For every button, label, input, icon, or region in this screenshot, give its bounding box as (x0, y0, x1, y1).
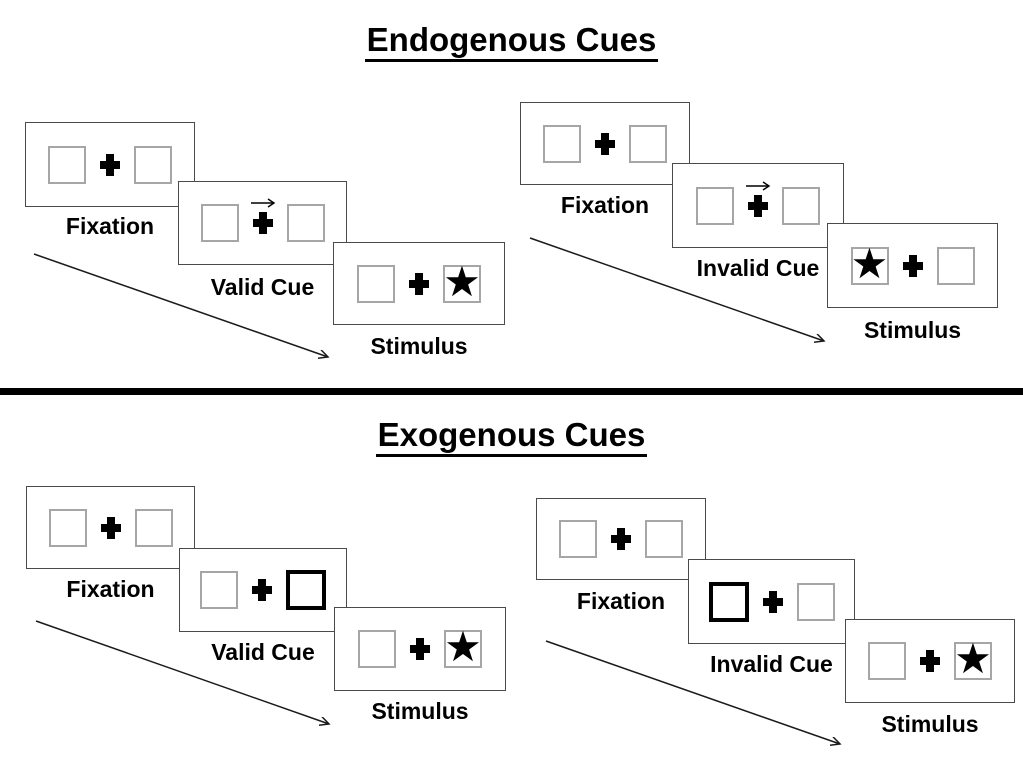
plus-icon (762, 590, 783, 613)
fixation-cross-icon (252, 579, 272, 601)
exogenous-invalid-fixation-panel (536, 498, 706, 580)
panel-label: Fixation (576, 588, 666, 614)
right-box (134, 508, 173, 547)
panel-label: Valid Cue (211, 639, 315, 665)
fixation-cross-icon (410, 638, 430, 660)
fixation-cross-icon (611, 528, 631, 550)
star-icon: ★ (444, 622, 482, 671)
plus-icon (748, 194, 768, 217)
left-box (200, 571, 238, 609)
exogenous-valid-cue-panel (179, 548, 347, 632)
exogenous-valid-fixation-panel (26, 486, 195, 569)
right-arrow-icon (746, 179, 772, 191)
section-title-exogenous: Exogenous Cues (0, 416, 1023, 458)
left-box: ★ (850, 238, 889, 288)
right-box (796, 582, 835, 621)
cued-thick-box (286, 570, 326, 610)
plus-icon (595, 132, 615, 155)
section-title-endogenous: Endogenous Cues (0, 21, 1023, 63)
plus-icon (252, 212, 273, 234)
star-icon: ★ (443, 256, 481, 306)
fixation-cross-icon (595, 132, 615, 155)
right-box (936, 246, 975, 285)
timeline-arrow-endogenous-invalid (529, 237, 824, 341)
fixation-cross-icon (250, 198, 275, 234)
left-box (543, 124, 581, 163)
left-box (696, 186, 734, 225)
exogenous-invalid-cue-panel (688, 559, 855, 644)
right-box: ★ (443, 256, 481, 306)
left-box (48, 145, 86, 184)
panel-label: Fixation (66, 576, 155, 602)
plus-icon (902, 254, 923, 277)
fixation-cross-icon (920, 650, 940, 672)
left-box (358, 630, 396, 668)
plus-icon (611, 528, 631, 550)
fixation-cross-icon (100, 153, 120, 176)
plus-icon (100, 153, 120, 176)
panel-label: Fixation (65, 213, 155, 239)
panel-label: Fixation (560, 192, 650, 218)
endogenous-valid-fixation-panel (25, 122, 195, 207)
endogenous-invalid-cue-panel (672, 163, 844, 248)
panel-label: Invalid Cue (710, 651, 833, 677)
star-icon: ★ (850, 238, 889, 288)
left-box (200, 204, 239, 242)
plus-icon (920, 650, 940, 672)
right-box (286, 204, 325, 242)
left-box (868, 642, 906, 680)
right-box (629, 124, 667, 163)
panel-label: Stimulus (371, 698, 469, 724)
section-title-text: Exogenous Cues (375, 416, 648, 458)
timeline-arrow-exogenous-valid (35, 620, 329, 724)
endogenous-invalid-stimulus-panel: ★ (827, 223, 998, 308)
left-box (48, 508, 87, 547)
plus-icon (409, 272, 429, 295)
cued-thick-box (708, 581, 749, 622)
panel-label: Valid Cue (210, 274, 315, 300)
right-box: ★ (954, 634, 992, 683)
left-box (559, 520, 597, 558)
fixation-cross-icon (409, 272, 429, 295)
section-divider (0, 388, 1023, 395)
panel-label: Stimulus (863, 317, 962, 343)
fixation-cross-icon (762, 590, 783, 613)
panel-label: Invalid Cue (696, 255, 820, 281)
section-title-text: Endogenous Cues (364, 21, 659, 63)
exogenous-invalid-stimulus-panel: ★ (845, 619, 1015, 703)
right-box: ★ (444, 622, 482, 671)
left-box (357, 264, 395, 303)
plus-icon (100, 516, 121, 539)
right-box (645, 520, 683, 558)
fixation-cross-icon (100, 516, 121, 539)
timeline-arrow-endogenous-valid (33, 253, 328, 357)
fixation-cross-icon (746, 180, 771, 217)
exogenous-valid-stimulus-panel: ★ (334, 607, 506, 691)
panel-label: Stimulus (370, 333, 468, 359)
endogenous-valid-cue-panel (178, 181, 347, 265)
fixation-cross-icon (902, 254, 923, 277)
right-arrow-icon (250, 196, 277, 208)
panel-label: Stimulus (881, 711, 979, 737)
star-icon: ★ (954, 634, 992, 683)
plus-icon (252, 579, 272, 601)
right-box (134, 145, 172, 184)
endogenous-valid-stimulus-panel: ★ (333, 242, 505, 325)
plus-icon (410, 638, 430, 660)
endogenous-invalid-fixation-panel (520, 102, 690, 185)
right-box (782, 186, 820, 225)
